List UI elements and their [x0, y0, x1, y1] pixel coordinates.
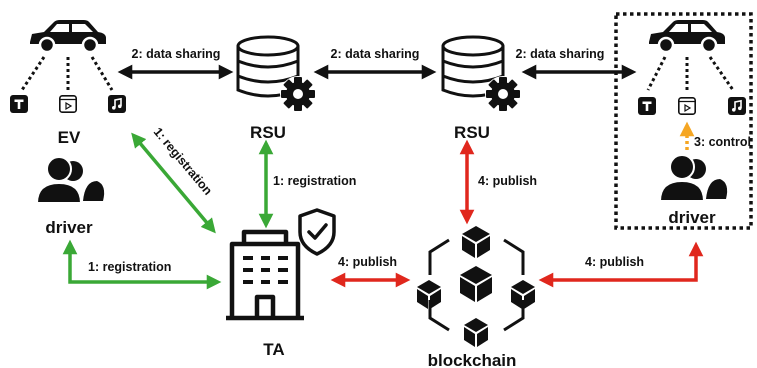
publish-label-driver: 4: publish	[585, 255, 644, 269]
ev-car-icon	[28, 18, 108, 54]
driver-right-label: driver	[668, 208, 716, 227]
data-sharing-label-1: 2: data sharing	[132, 47, 221, 61]
driver-left-icon	[36, 156, 106, 204]
publish-label-rsu: 4: publish	[478, 174, 537, 188]
shield-icon	[298, 208, 336, 256]
registration-label-driver: 1: registration	[88, 260, 171, 274]
publish-arrows	[330, 139, 704, 288]
rsu-left-icon	[236, 35, 318, 114]
video-icon	[677, 97, 697, 115]
video-icon	[58, 95, 77, 113]
registration-label-rsu: 1: registration	[273, 174, 356, 188]
blockchain-icon	[417, 226, 535, 347]
driver-left-label: driver	[45, 218, 93, 237]
ev-connectors	[20, 56, 114, 91]
ev-right-connectors	[646, 56, 735, 91]
controlled-ev-box	[614, 12, 753, 230]
ev-right-car-icon	[647, 18, 727, 54]
rsu-right-label: RSU	[454, 123, 490, 142]
control-label: 3: control	[694, 135, 751, 149]
data-sharing-label-3: 2: data sharing	[516, 47, 605, 61]
music-icon	[107, 94, 127, 114]
ev-label: EV	[58, 128, 81, 147]
data-sharing-label-2: 2: data sharing	[331, 47, 420, 61]
ta-label: TA	[263, 340, 284, 359]
music-icon	[727, 96, 747, 116]
blockchain-label: blockchain	[428, 351, 517, 368]
rsu-left-label: RSU	[250, 123, 286, 142]
text-icon	[10, 95, 28, 113]
registration-label-ev: 1: registration	[151, 125, 215, 198]
publish-label-ta: 4: publish	[338, 255, 397, 269]
ta-building-icon	[226, 229, 304, 321]
text-icon	[638, 97, 656, 115]
driver-right-icon	[659, 154, 729, 202]
rsu-right-icon	[441, 35, 523, 114]
registration-arrows	[62, 132, 274, 290]
